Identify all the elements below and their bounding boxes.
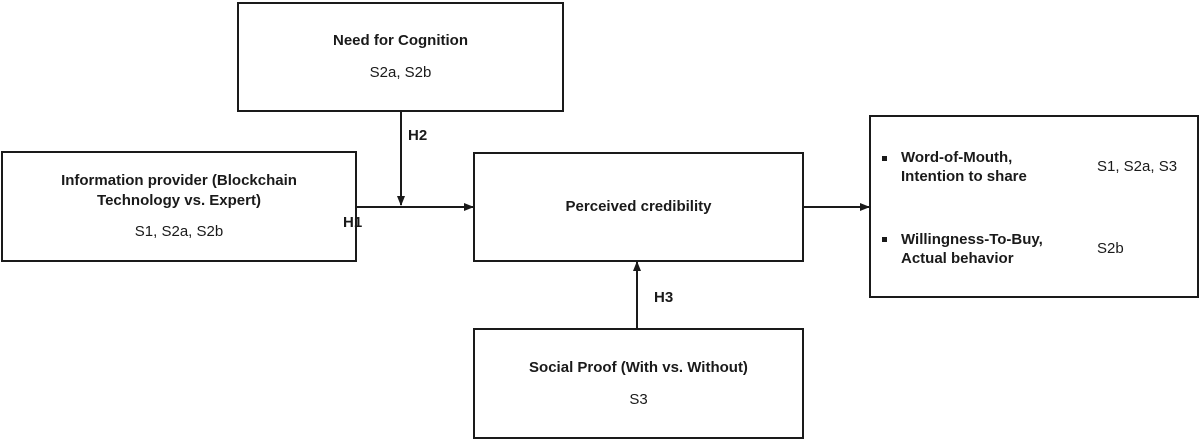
hypothesis-label-h1: H1 [343, 214, 363, 231]
outcome-item-title-line1: Willingness-To-Buy, [901, 231, 1043, 248]
outcome-item-studies: S1, S2a, S3 [1097, 158, 1178, 175]
outcome-item-studies: S2b [1097, 240, 1124, 257]
perceived-credibility-title: Perceived credibility [565, 198, 712, 215]
bullet-marker [882, 156, 887, 161]
information-provider-title-line1: Information provider (Blockchain [61, 172, 297, 189]
social-proof-title: Social Proof (With vs. Without) [529, 358, 748, 376]
need-for-cognition-box: Need for Cognition S2a, S2b [237, 2, 564, 112]
outcome-item: Willingness-To-Buy, Actual behavior S2b [871, 209, 1197, 298]
perceived-credibility-box: Perceived credibility [473, 152, 804, 262]
information-provider-title-line2: Technology vs. Expert) [97, 192, 261, 209]
hypothesis-label-h3: H3 [654, 289, 674, 306]
outcome-item-title-line1: Word-of-Mouth, [901, 149, 1013, 166]
need-for-cognition-studies: S2a, S2b [369, 64, 432, 81]
social-proof-studies: S3 [629, 390, 648, 408]
outcome-item-title-line2: Intention to share [901, 168, 1027, 185]
information-provider-studies: S1, S2a, S2b [134, 223, 224, 240]
outcome-item-title: Word-of-Mouth, Intention to share [901, 148, 1027, 186]
outcomes-box: Word-of-Mouth, Intention to share S1, S2… [869, 115, 1199, 298]
bullet-marker [882, 237, 887, 242]
social-proof-box: Social Proof (With vs. Without) S3 [473, 328, 804, 439]
outcome-item-title-line2: Actual behavior [901, 250, 1014, 267]
outcome-item: Word-of-Mouth, Intention to share S1, S2… [871, 117, 1197, 209]
need-for-cognition-title: Need for Cognition [333, 32, 468, 49]
hypothesis-label-h2: H2 [408, 127, 428, 144]
information-provider-box: Information provider (Blockchain Technol… [1, 151, 357, 262]
outcome-item-title: Willingness-To-Buy, Actual behavior [901, 230, 1043, 268]
